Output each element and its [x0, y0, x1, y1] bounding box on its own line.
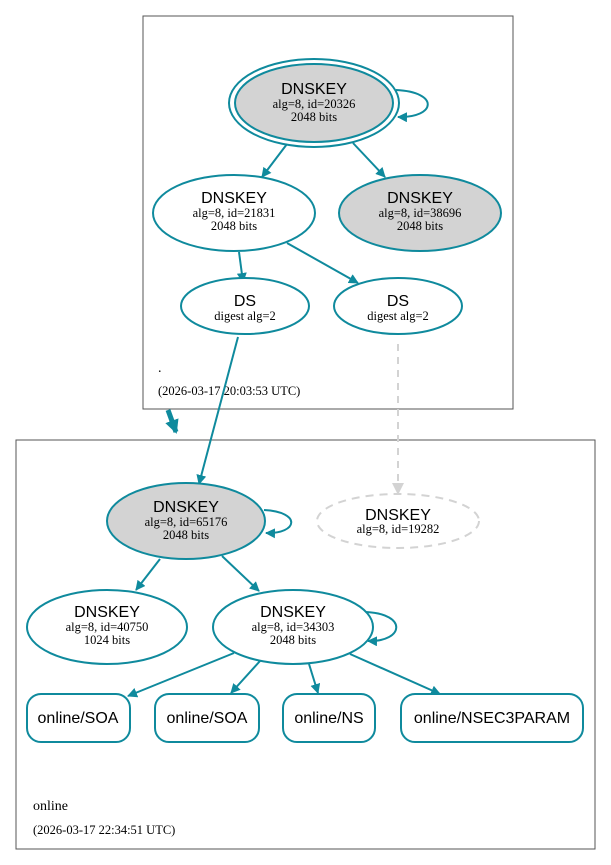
- edge-online-ksk-to-zsk: [221, 555, 260, 592]
- node-root-key38696-line1: alg=8, id=38696: [379, 206, 462, 220]
- rrset-nsec3param-label: online/NSEC3PARAM: [414, 710, 570, 727]
- rrset-soa-2[interactable]: online/SOA: [154, 693, 260, 743]
- node-online-ksk[interactable]: DNSKEY alg=8, id=65176 2048 bits: [106, 482, 266, 560]
- node-online-key40750-line1: alg=8, id=40750: [66, 620, 149, 634]
- node-root-ksk-line1: alg=8, id=20326: [273, 97, 356, 111]
- edge-online-zsk-to-soa1: [127, 652, 235, 698]
- node-root-ksk-outer: [228, 58, 400, 148]
- node-ds1-shape: [180, 277, 310, 335]
- rrset-soa-1[interactable]: online/SOA: [26, 693, 131, 743]
- node-root-ksk-line2: 2048 bits: [291, 110, 337, 124]
- node-root-key38696-line2: 2048 bits: [397, 219, 443, 233]
- rrset-soa-2-label: online/SOA: [167, 710, 248, 727]
- rrset-soa-2-shape: [154, 693, 260, 743]
- node-root-ksk-shape: [234, 63, 394, 143]
- node-online-zsk-title: DNSKEY: [260, 604, 326, 621]
- edge-online-zsk-to-ns: [308, 663, 321, 694]
- node-online-zsk-line1: alg=8, id=34303: [252, 620, 335, 634]
- node-online-missing-shape: [316, 493, 480, 549]
- node-online-ksk-line1: alg=8, id=65176: [145, 515, 228, 529]
- node-online-key40750-title: DNSKEY: [74, 604, 140, 621]
- node-online-zsk-line2: 2048 bits: [270, 633, 316, 647]
- zone-online-timestamp: (2026-03-17 22:34:51 UTC): [33, 823, 175, 837]
- node-root-zsk[interactable]: DNSKEY alg=8, id=21831 2048 bits: [152, 174, 316, 252]
- node-online-ksk-title: DNSKEY: [153, 499, 219, 516]
- self-loop-online-zsk: [365, 611, 398, 647]
- node-ds1[interactable]: DS digest alg=2: [180, 277, 310, 335]
- node-online-missing-line1: alg=8, id=19282: [357, 522, 440, 536]
- node-online-key40750-shape: [26, 589, 188, 665]
- zone-online: online (2026-03-17 22:34:51 UTC): [15, 439, 596, 850]
- node-ds1-title: DS: [234, 293, 256, 310]
- edge-root-ksk-to-zsk: [261, 143, 288, 178]
- edge-delegation-root-to-online: [165, 409, 179, 434]
- node-online-missing[interactable]: DNSKEY alg=8, id=19282: [316, 493, 480, 549]
- node-root-ksk-title: DNSKEY: [281, 81, 347, 98]
- node-root-zsk-title: DNSKEY: [201, 190, 267, 207]
- zone-online-border: [15, 439, 596, 850]
- node-ds2[interactable]: DS digest alg=2: [333, 277, 463, 335]
- node-root-ksk[interactable]: DNSKEY alg=8, id=20326 2048 bits: [228, 58, 400, 148]
- node-online-missing-title: DNSKEY: [365, 507, 431, 524]
- self-loop-online-ksk: [263, 509, 293, 539]
- edge-online-zsk-to-soa2: [230, 660, 261, 694]
- node-root-key38696[interactable]: DNSKEY alg=8, id=38696 2048 bits: [338, 174, 502, 252]
- node-ds2-shape: [333, 277, 463, 335]
- node-online-key40750-line2: 1024 bits: [84, 633, 130, 647]
- node-online-zsk[interactable]: DNSKEY alg=8, id=34303 2048 bits: [212, 589, 374, 665]
- node-ds2-title: DS: [387, 293, 409, 310]
- node-root-zsk-line2: 2048 bits: [211, 219, 257, 233]
- zone-online-name: online: [33, 799, 68, 814]
- node-online-zsk-shape: [212, 589, 374, 665]
- zone-root: . (2026-03-17 20:03:53 UTC): [142, 15, 514, 410]
- edge-root-zsk-to-ds1: [236, 251, 247, 283]
- node-root-key38696-shape: [338, 174, 502, 252]
- edge-online-zsk-to-nsec3param: [349, 653, 441, 695]
- edge-root-zsk-to-ds2: [286, 242, 359, 284]
- rrset-nsec3param-shape: [400, 693, 584, 743]
- self-loop-root-ksk: [395, 89, 429, 123]
- rrset-soa-1-label: online/SOA: [38, 710, 119, 727]
- node-root-key38696-title: DNSKEY: [387, 190, 453, 207]
- rrset-ns[interactable]: online/NS: [282, 693, 376, 743]
- edges: [127, 89, 441, 698]
- rrset-ns-label: online/NS: [294, 710, 363, 727]
- zone-root-border: [142, 15, 514, 410]
- node-root-zsk-shape: [152, 174, 316, 252]
- node-ds1-line1: digest alg=2: [214, 309, 276, 323]
- zone-root-timestamp: (2026-03-17 20:03:53 UTC): [158, 384, 300, 398]
- node-online-ksk-line2: 2048 bits: [163, 528, 209, 542]
- rrset-soa-1-shape: [26, 693, 131, 743]
- rrset-ns-shape: [282, 693, 376, 743]
- rrset-nsec3param[interactable]: online/NSEC3PARAM: [400, 693, 584, 743]
- node-ds2-line1: digest alg=2: [367, 309, 429, 323]
- edge-ds1-to-online-ksk: [196, 336, 239, 485]
- edge-root-ksk-to-38696: [352, 142, 386, 178]
- edge-online-ksk-to-40750: [135, 558, 161, 591]
- node-online-key40750[interactable]: DNSKEY alg=8, id=40750 1024 bits: [26, 589, 188, 665]
- node-online-ksk-shape: [106, 482, 266, 560]
- zone-root-name: .: [158, 361, 162, 376]
- node-root-zsk-line1: alg=8, id=21831: [193, 206, 276, 220]
